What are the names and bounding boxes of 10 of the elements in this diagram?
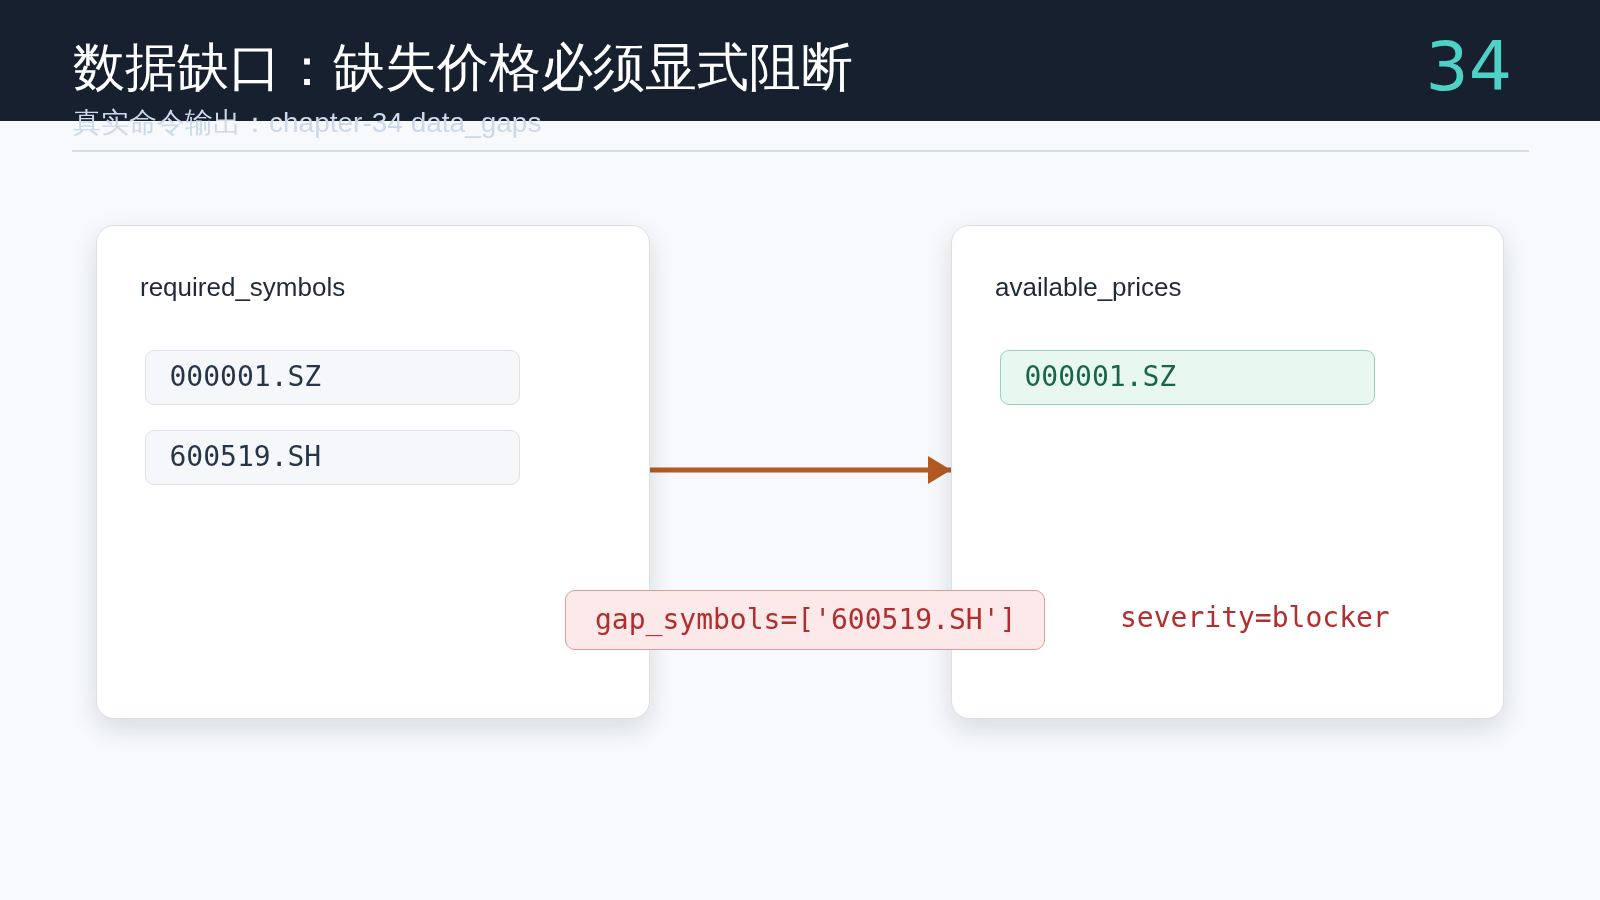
status-text: severity=blocker — [1120, 604, 1390, 632]
arrow — [650, 456, 951, 484]
card-heading: required_symbols — [140, 274, 346, 300]
symbol-chip: 000001.SZ — [999, 349, 1375, 405]
symbol-chip: 000001.SZ — [144, 349, 520, 405]
symbol-chip: 600519.SH — [144, 429, 520, 485]
page-number: 34 — [1425, 33, 1512, 101]
card-heading: available_prices — [995, 274, 1182, 300]
slide-title: 数据缺口：缺失价格必须显式阻断 — [73, 41, 853, 93]
warning-chip: gap_symbols=['600519.SH'] — [565, 590, 1045, 650]
